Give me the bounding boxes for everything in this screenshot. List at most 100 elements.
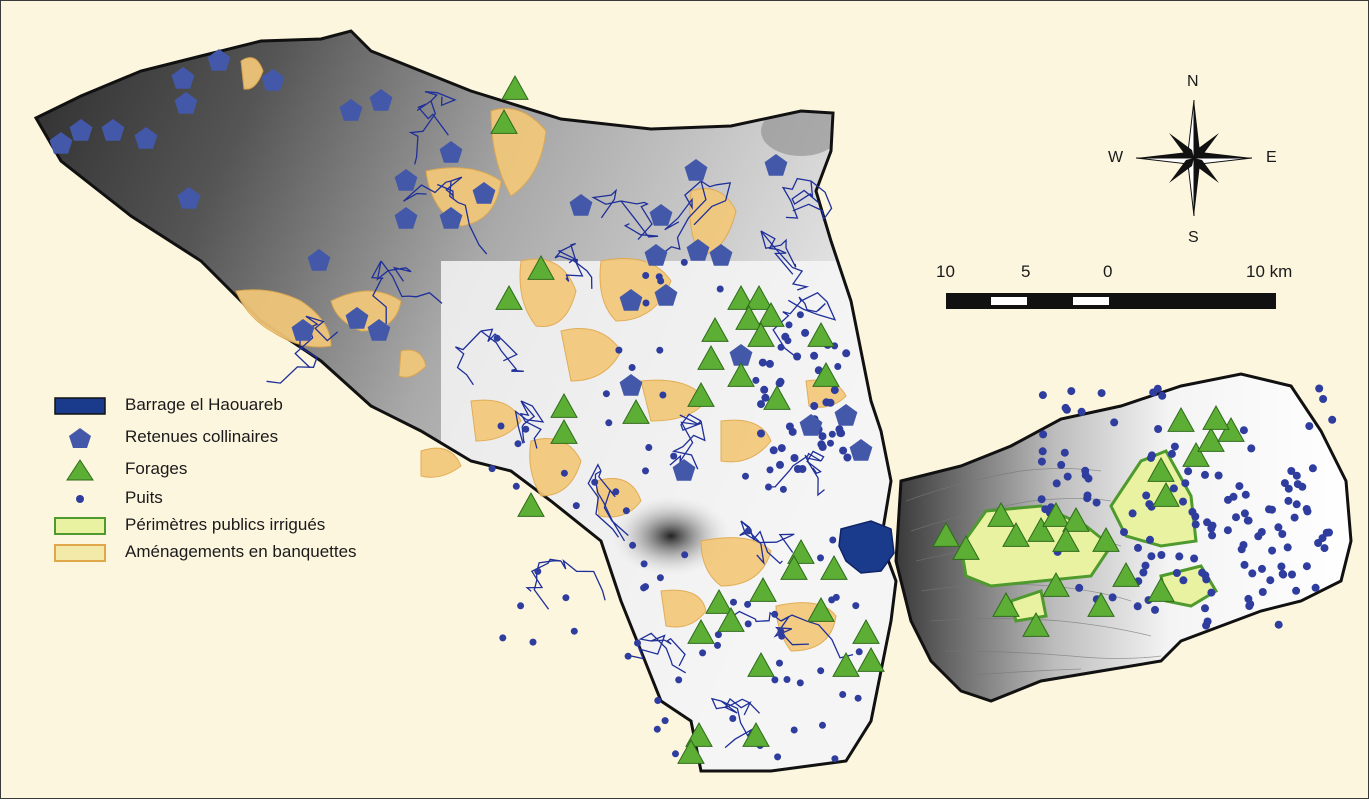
borehole-triangle bbox=[1042, 501, 1070, 527]
river-segment bbox=[520, 400, 536, 444]
compass-rose-icon bbox=[1135, 99, 1253, 217]
well-dot bbox=[1184, 467, 1193, 476]
well-dot bbox=[1037, 495, 1046, 504]
well-dot bbox=[634, 639, 641, 647]
borehole-triangle bbox=[727, 361, 755, 387]
well-dot bbox=[1038, 447, 1047, 456]
reservoir-pentagon bbox=[367, 319, 391, 341]
river-segment bbox=[480, 328, 518, 362]
well-dot bbox=[1097, 389, 1106, 398]
river-segment bbox=[780, 614, 854, 659]
legend-label: Puits bbox=[125, 488, 163, 507]
river-segment bbox=[519, 400, 542, 449]
well-dot bbox=[656, 574, 664, 582]
reservoir-pentagon bbox=[134, 127, 158, 149]
borehole-triangle bbox=[742, 721, 770, 747]
river-segment bbox=[300, 315, 339, 342]
well-dot bbox=[777, 343, 785, 351]
well-dot bbox=[1083, 491, 1092, 500]
reservoir-pentagon bbox=[672, 459, 696, 481]
river-segment bbox=[631, 634, 666, 660]
well-dot bbox=[1167, 449, 1176, 458]
well-dot bbox=[1060, 448, 1069, 457]
well-dot bbox=[497, 422, 505, 430]
river-segment bbox=[370, 260, 387, 324]
reservoir-pentagon bbox=[394, 207, 418, 229]
well-dot bbox=[1274, 523, 1283, 532]
river-segment bbox=[650, 637, 686, 667]
well-dot bbox=[1325, 528, 1333, 537]
reservoir-pentagon bbox=[394, 169, 418, 191]
borehole-triangle bbox=[852, 618, 880, 644]
well-dot bbox=[774, 753, 782, 761]
well-dot bbox=[819, 721, 826, 729]
well-dot bbox=[776, 377, 785, 386]
scale-bar bbox=[946, 293, 1276, 309]
well-dot bbox=[1077, 407, 1086, 416]
borehole-triangle bbox=[490, 108, 518, 134]
well-dot bbox=[771, 676, 779, 684]
compass-east-label: E bbox=[1266, 149, 1277, 166]
reservoir-pentagon bbox=[261, 69, 285, 91]
well-dot bbox=[1274, 620, 1283, 629]
well-dot bbox=[1311, 583, 1320, 592]
scale-label-0: 0 bbox=[1103, 262, 1113, 281]
well-dot bbox=[854, 694, 862, 702]
east-basin bbox=[894, 372, 1353, 703]
pentagon-icon bbox=[69, 428, 91, 448]
legend-label: Périmètres publics irrigués bbox=[125, 515, 326, 534]
well-dot bbox=[488, 465, 496, 473]
borehole-triangle bbox=[517, 491, 545, 517]
well-dot bbox=[522, 425, 530, 433]
river-segment bbox=[660, 180, 707, 256]
well-dot bbox=[1188, 507, 1197, 516]
east-basin-outline bbox=[894, 372, 1353, 703]
well-dot bbox=[1110, 418, 1119, 427]
borehole-triangle bbox=[1042, 571, 1070, 597]
river-segment bbox=[671, 420, 706, 470]
borehole-triangle bbox=[932, 521, 960, 547]
river-segment bbox=[424, 90, 457, 107]
river-segment bbox=[376, 260, 412, 282]
well-dot bbox=[1190, 554, 1199, 563]
well-dot bbox=[642, 467, 649, 475]
boreholes-layer bbox=[490, 74, 1245, 764]
well-dot bbox=[1284, 484, 1293, 493]
well-dot bbox=[1052, 479, 1061, 488]
well-dot bbox=[1247, 444, 1256, 453]
well-dot bbox=[852, 602, 860, 610]
legend-item-puits: Puits bbox=[51, 487, 471, 511]
reservoir-pentagon bbox=[654, 284, 678, 306]
well-dot bbox=[837, 429, 846, 438]
well-dot bbox=[776, 460, 784, 469]
well-dot bbox=[1328, 415, 1337, 424]
well-dot bbox=[830, 386, 839, 395]
river-segment bbox=[781, 177, 812, 219]
river-segment bbox=[416, 100, 449, 136]
borehole-triangle bbox=[987, 501, 1015, 527]
well-dot bbox=[1258, 588, 1267, 596]
well-dot bbox=[1223, 526, 1232, 535]
river-segment bbox=[454, 330, 482, 386]
well-dot bbox=[1067, 387, 1076, 396]
well-dot bbox=[817, 554, 824, 562]
well-dot bbox=[529, 638, 537, 646]
well-dot bbox=[834, 363, 842, 370]
reservoir-pentagon bbox=[644, 244, 668, 266]
river-segment bbox=[560, 558, 606, 601]
river-segment bbox=[720, 698, 752, 716]
legend-item-retenues: Retenues collinaires bbox=[51, 426, 471, 450]
reservoir-pentagon bbox=[439, 207, 463, 229]
well-dot bbox=[1318, 534, 1327, 543]
well-dot bbox=[570, 627, 578, 635]
well-dot bbox=[801, 328, 810, 337]
legend-item-amenagements: Aménagements en banquettes bbox=[51, 541, 471, 565]
river-segment bbox=[760, 230, 797, 268]
reservoir-pentagon bbox=[171, 67, 195, 89]
river-segment bbox=[598, 470, 629, 536]
well-dot bbox=[1120, 528, 1128, 537]
well-dot bbox=[1243, 516, 1252, 525]
well-dot bbox=[766, 466, 774, 474]
